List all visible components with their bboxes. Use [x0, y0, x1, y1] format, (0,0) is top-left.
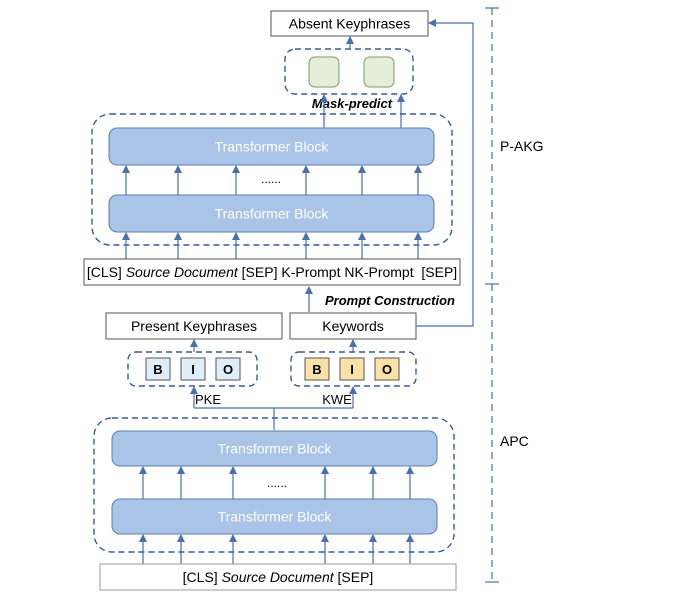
keywords-box	[289, 312, 417, 340]
bio-right-i-label: I	[350, 362, 354, 377]
bio-right-o	[374, 357, 400, 381]
pke-label: PKE	[195, 392, 221, 407]
bio-right-b	[304, 357, 330, 381]
bio-left-b-label: B	[153, 362, 162, 377]
top-input-source-doc: Source Document	[126, 264, 239, 280]
bottom-transformer-block-lower-label: Transformer Block	[218, 509, 333, 525]
bio-right-i	[339, 357, 365, 381]
top-transformer-block-lower-label: Transformer Block	[215, 206, 330, 222]
bottom-input-arrows	[139, 534, 414, 564]
top-inner-arrows	[122, 165, 422, 195]
bio-left-b	[145, 357, 171, 381]
bottom-transformer-block-upper	[111, 430, 438, 467]
present-keyphrases-label: Present Keyphrases	[131, 318, 257, 334]
bottom-input-sequence-box	[99, 563, 457, 591]
top-input-rest: [SEP] K-Prompt NK-Prompt [SEP]	[242, 264, 458, 280]
bottom-transformer-block-upper-label: Transformer Block	[218, 441, 333, 457]
absent-keyphrases-box	[270, 10, 429, 37]
absent-keyphrases-label: Absent Keyphrases	[289, 16, 410, 32]
keywords-label: Keywords	[322, 318, 383, 334]
mask-predict-label: Mask-predict	[312, 96, 393, 111]
keywords-to-absent-arrow	[416, 19, 474, 327]
side-bracket	[485, 7, 499, 583]
bio-left-tokens: B I O	[145, 357, 241, 381]
bottom-transformer-block-lower	[111, 498, 438, 535]
bottom-input-sep: [SEP]	[338, 569, 374, 585]
bio-left-i	[180, 357, 206, 381]
top-input-sequence-box	[83, 258, 461, 286]
bio-right-o-label: O	[382, 362, 392, 377]
top-transformer-block-upper-label: Transformer Block	[215, 139, 330, 155]
top-input-cls: [CLS]	[87, 264, 122, 280]
bottom-input-sequence: [CLS] Source Document [SEP]	[183, 569, 374, 585]
bio-left-o-label: O	[223, 362, 233, 377]
top-ellipsis: ......	[261, 172, 281, 186]
kwe-label: KWE	[322, 392, 352, 407]
bio-right-tokens: B I O	[304, 357, 400, 381]
mask-group-dashed	[284, 48, 414, 95]
bio-left-o	[215, 357, 241, 381]
bio-right-b-label: B	[312, 362, 321, 377]
bottom-transformer-dashed-group	[93, 417, 455, 553]
mask-token-1	[308, 56, 340, 88]
side-label-p-akg: P-AKG	[500, 138, 544, 154]
bio-left-i-label: I	[191, 362, 195, 377]
bottom-ellipsis: ......	[267, 476, 287, 490]
top-transformer-dashed-group	[91, 113, 453, 246]
top-transformer-block-upper	[108, 127, 435, 166]
bottom-inner-arrows	[139, 466, 414, 499]
bottom-input-source-doc: Source Document	[222, 569, 335, 585]
bottom-input-cls: [CLS]	[183, 569, 218, 585]
top-input-sequence: [CLS] Source Document [SEP] K-Prompt NK-…	[87, 264, 457, 280]
side-label-apc: APC	[500, 433, 529, 449]
top-input-arrows	[122, 232, 422, 259]
mask-token-2	[363, 56, 395, 88]
top-transformer-block-lower	[108, 194, 435, 233]
split-arrows	[190, 386, 357, 430]
prompt-construction-label: Prompt Construction	[325, 293, 455, 308]
